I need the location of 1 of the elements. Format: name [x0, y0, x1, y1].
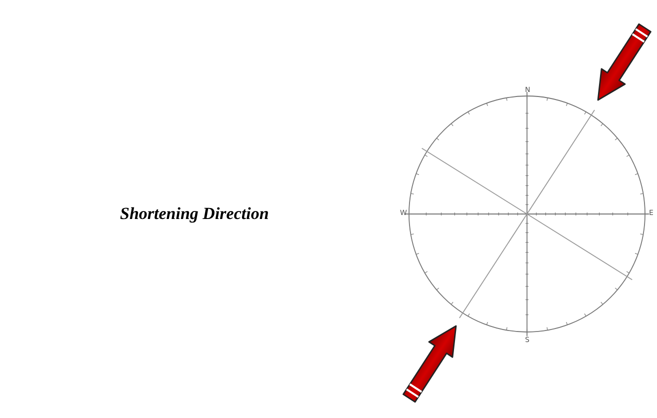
diagram-label: Shortening Direction: [120, 205, 269, 222]
